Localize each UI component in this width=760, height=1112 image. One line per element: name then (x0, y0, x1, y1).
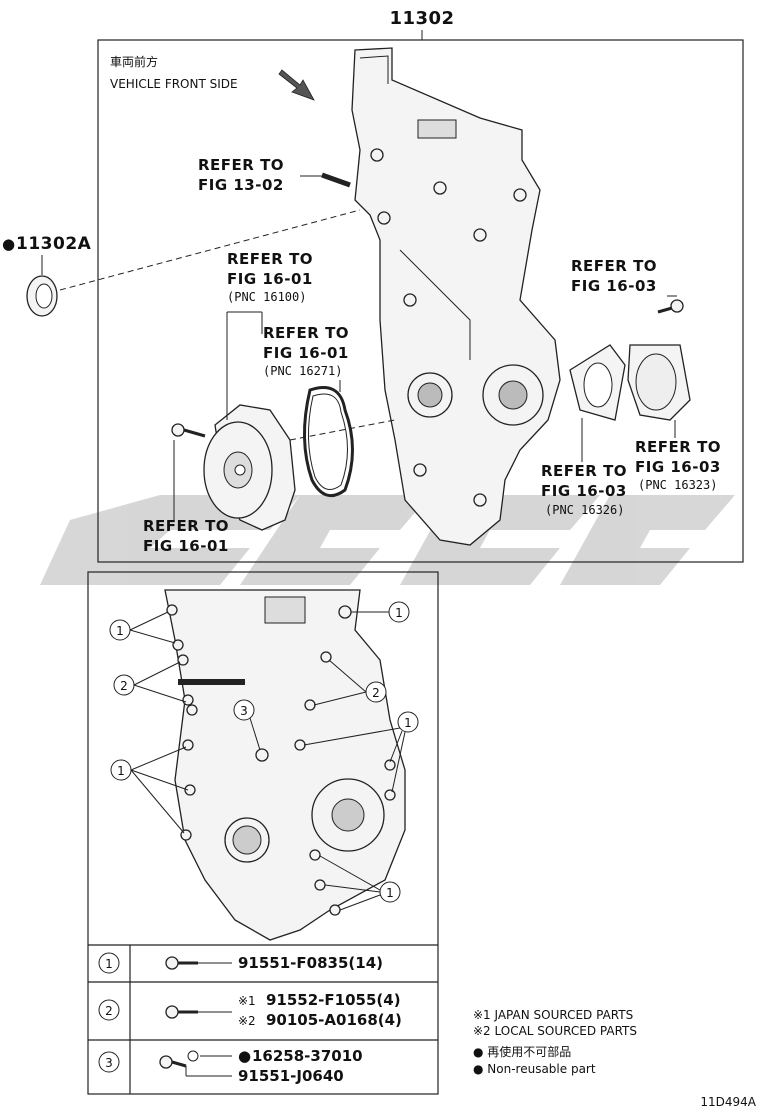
svg-text:FIG 16-01: FIG 16-01 (263, 344, 349, 362)
svg-text:(PNC 16271): (PNC 16271) (263, 364, 342, 378)
svg-text:● Non-reusable part: ● Non-reusable part (473, 1062, 596, 1076)
svg-text:FIG 16-01: FIG 16-01 (227, 270, 313, 288)
svg-text:●: ● (238, 1047, 251, 1065)
vehicle-front-arrow-icon (278, 69, 315, 101)
stud-bolt-icon (321, 172, 351, 188)
svg-text:● 再使用不可部品: ● 再使用不可部品 (473, 1044, 571, 1059)
svg-text:REFER TO: REFER TO (263, 324, 349, 342)
svg-text:90105-A0168(4): 90105-A0168(4) (266, 1011, 402, 1029)
svg-text:※2: ※2 (238, 1014, 256, 1028)
refer-label-fig-13-02: REFER TO FIG 13-02 (198, 156, 284, 194)
figure-code: 11D494A (700, 1095, 756, 1109)
pump-bolt-icon (171, 423, 206, 438)
vehicle-front-label-ja: 車両前方 (110, 54, 158, 69)
svg-text:3: 3 (105, 1056, 113, 1070)
lower-frame (87, 571, 439, 1095)
svg-text:3: 3 (240, 704, 248, 718)
svg-text:1: 1 (404, 716, 412, 730)
svg-text:1: 1 (395, 606, 403, 620)
callout-1-top-left: 1 (109, 611, 176, 644)
svg-text:91552-F1055(4): 91552-F1055(4) (266, 991, 401, 1009)
svg-text:REFER TO: REFER TO (198, 156, 284, 174)
callout-1-top-right: 1 (351, 601, 410, 623)
svg-text:REFER TO: REFER TO (541, 462, 627, 480)
svg-text:FIG 16-01: FIG 16-01 (143, 537, 229, 555)
svg-text:REFER TO: REFER TO (571, 257, 657, 275)
svg-text:FIG 16-03: FIG 16-03 (571, 277, 657, 295)
callout-1-middle-left: 1 (110, 746, 189, 834)
svg-text:(PNC 16323): (PNC 16323) (638, 478, 717, 492)
svg-text:91551-J0640: 91551-J0640 (238, 1067, 344, 1085)
water-pump-icon (203, 404, 296, 531)
svg-text:2: 2 (372, 686, 380, 700)
callout-2-left: 2 (113, 661, 187, 703)
pump-gasket-icon (303, 386, 354, 498)
timing-chain-cover-lower (164, 589, 406, 941)
svg-text:2: 2 (120, 679, 128, 693)
refer-label-fig-16-03-bolt: REFER TO FIG 16-03 (571, 257, 657, 295)
outlet-gasket-icon (569, 344, 626, 421)
vehicle-front-label-en: VEHICLE FRONT SIDE (110, 77, 238, 91)
bolt-table (88, 944, 438, 1094)
svg-text:2: 2 (105, 1004, 113, 1018)
notes: ※1 JAPAN SOURCED PARTS ※2 LOCAL SOURCED … (473, 1008, 637, 1076)
svg-text:1: 1 (116, 624, 124, 638)
flange-bolt-icon (165, 1005, 198, 1019)
svg-text:91551-F0835(14): 91551-F0835(14) (238, 954, 383, 972)
svg-text:16258-37010: 16258-37010 (252, 1047, 363, 1065)
seal-part-marker: ● (2, 235, 16, 253)
callout-2-right: 2 (313, 659, 387, 706)
callout-1-bottom-right: 1 (319, 855, 401, 911)
svg-text:※2 LOCAL SOURCED PARTS: ※2 LOCAL SOURCED PARTS (473, 1024, 637, 1038)
svg-text:REFER TO: REFER TO (635, 438, 721, 456)
svg-text:REFER TO: REFER TO (143, 517, 229, 535)
svg-text:1: 1 (105, 957, 113, 971)
refer-label-fig-16-01-pnc-16271: REFER TO FIG 16-01 (PNC 16271) (263, 324, 349, 378)
svg-text:1: 1 (386, 886, 394, 900)
outlet-bolt-icon (657, 299, 684, 314)
bolt-table-row-2: 2 ※1 91552-F1055(4) ※2 90105-A0168(4) (98, 991, 402, 1029)
main-part-number: 11302 (389, 8, 454, 29)
bolt-with-washer-icon (159, 1050, 199, 1069)
water-outlet-icon (627, 344, 691, 421)
timing-chain-cover-upper (351, 47, 561, 546)
upper-frame (97, 39, 744, 563)
callout-1-middle-right: 1 (303, 711, 419, 793)
svg-text:1: 1 (117, 764, 125, 778)
callout-3: 3 (233, 699, 261, 751)
flange-bolt-icon (165, 956, 198, 970)
refer-label-fig-16-01-pnc-16100: REFER TO FIG 16-01 (PNC 16100) (227, 250, 313, 304)
svg-text:(PNC 16100): (PNC 16100) (227, 290, 306, 304)
svg-text:※1: ※1 (238, 994, 256, 1008)
refer-label-fig-16-03-pnc-16323: REFER TO FIG 16-03 (PNC 16323) (635, 438, 721, 492)
seal-part-number: 11302A (16, 234, 92, 254)
refer-label-fig-16-01-pump-bolt: REFER TO FIG 16-01 (143, 517, 229, 555)
bolt-table-row-1: 1 91551-F0835(14) (98, 952, 383, 974)
bolt-table-row-3: 3 ● 16258-37010 91551-J0640 (98, 1047, 363, 1085)
svg-text:REFER TO: REFER TO (227, 250, 313, 268)
svg-text:FIG 13-02: FIG 13-02 (198, 176, 284, 194)
svg-text:※1 JAPAN SOURCED PARTS: ※1 JAPAN SOURCED PARTS (473, 1008, 633, 1022)
svg-text:FIG 16-03: FIG 16-03 (541, 482, 627, 500)
oil-seal-icon (26, 275, 58, 317)
svg-text:(PNC 16326): (PNC 16326) (545, 503, 624, 517)
refer-label-fig-16-03-pnc-16326: REFER TO FIG 16-03 (PNC 16326) (541, 462, 627, 517)
svg-text:FIG 16-03: FIG 16-03 (635, 458, 721, 476)
